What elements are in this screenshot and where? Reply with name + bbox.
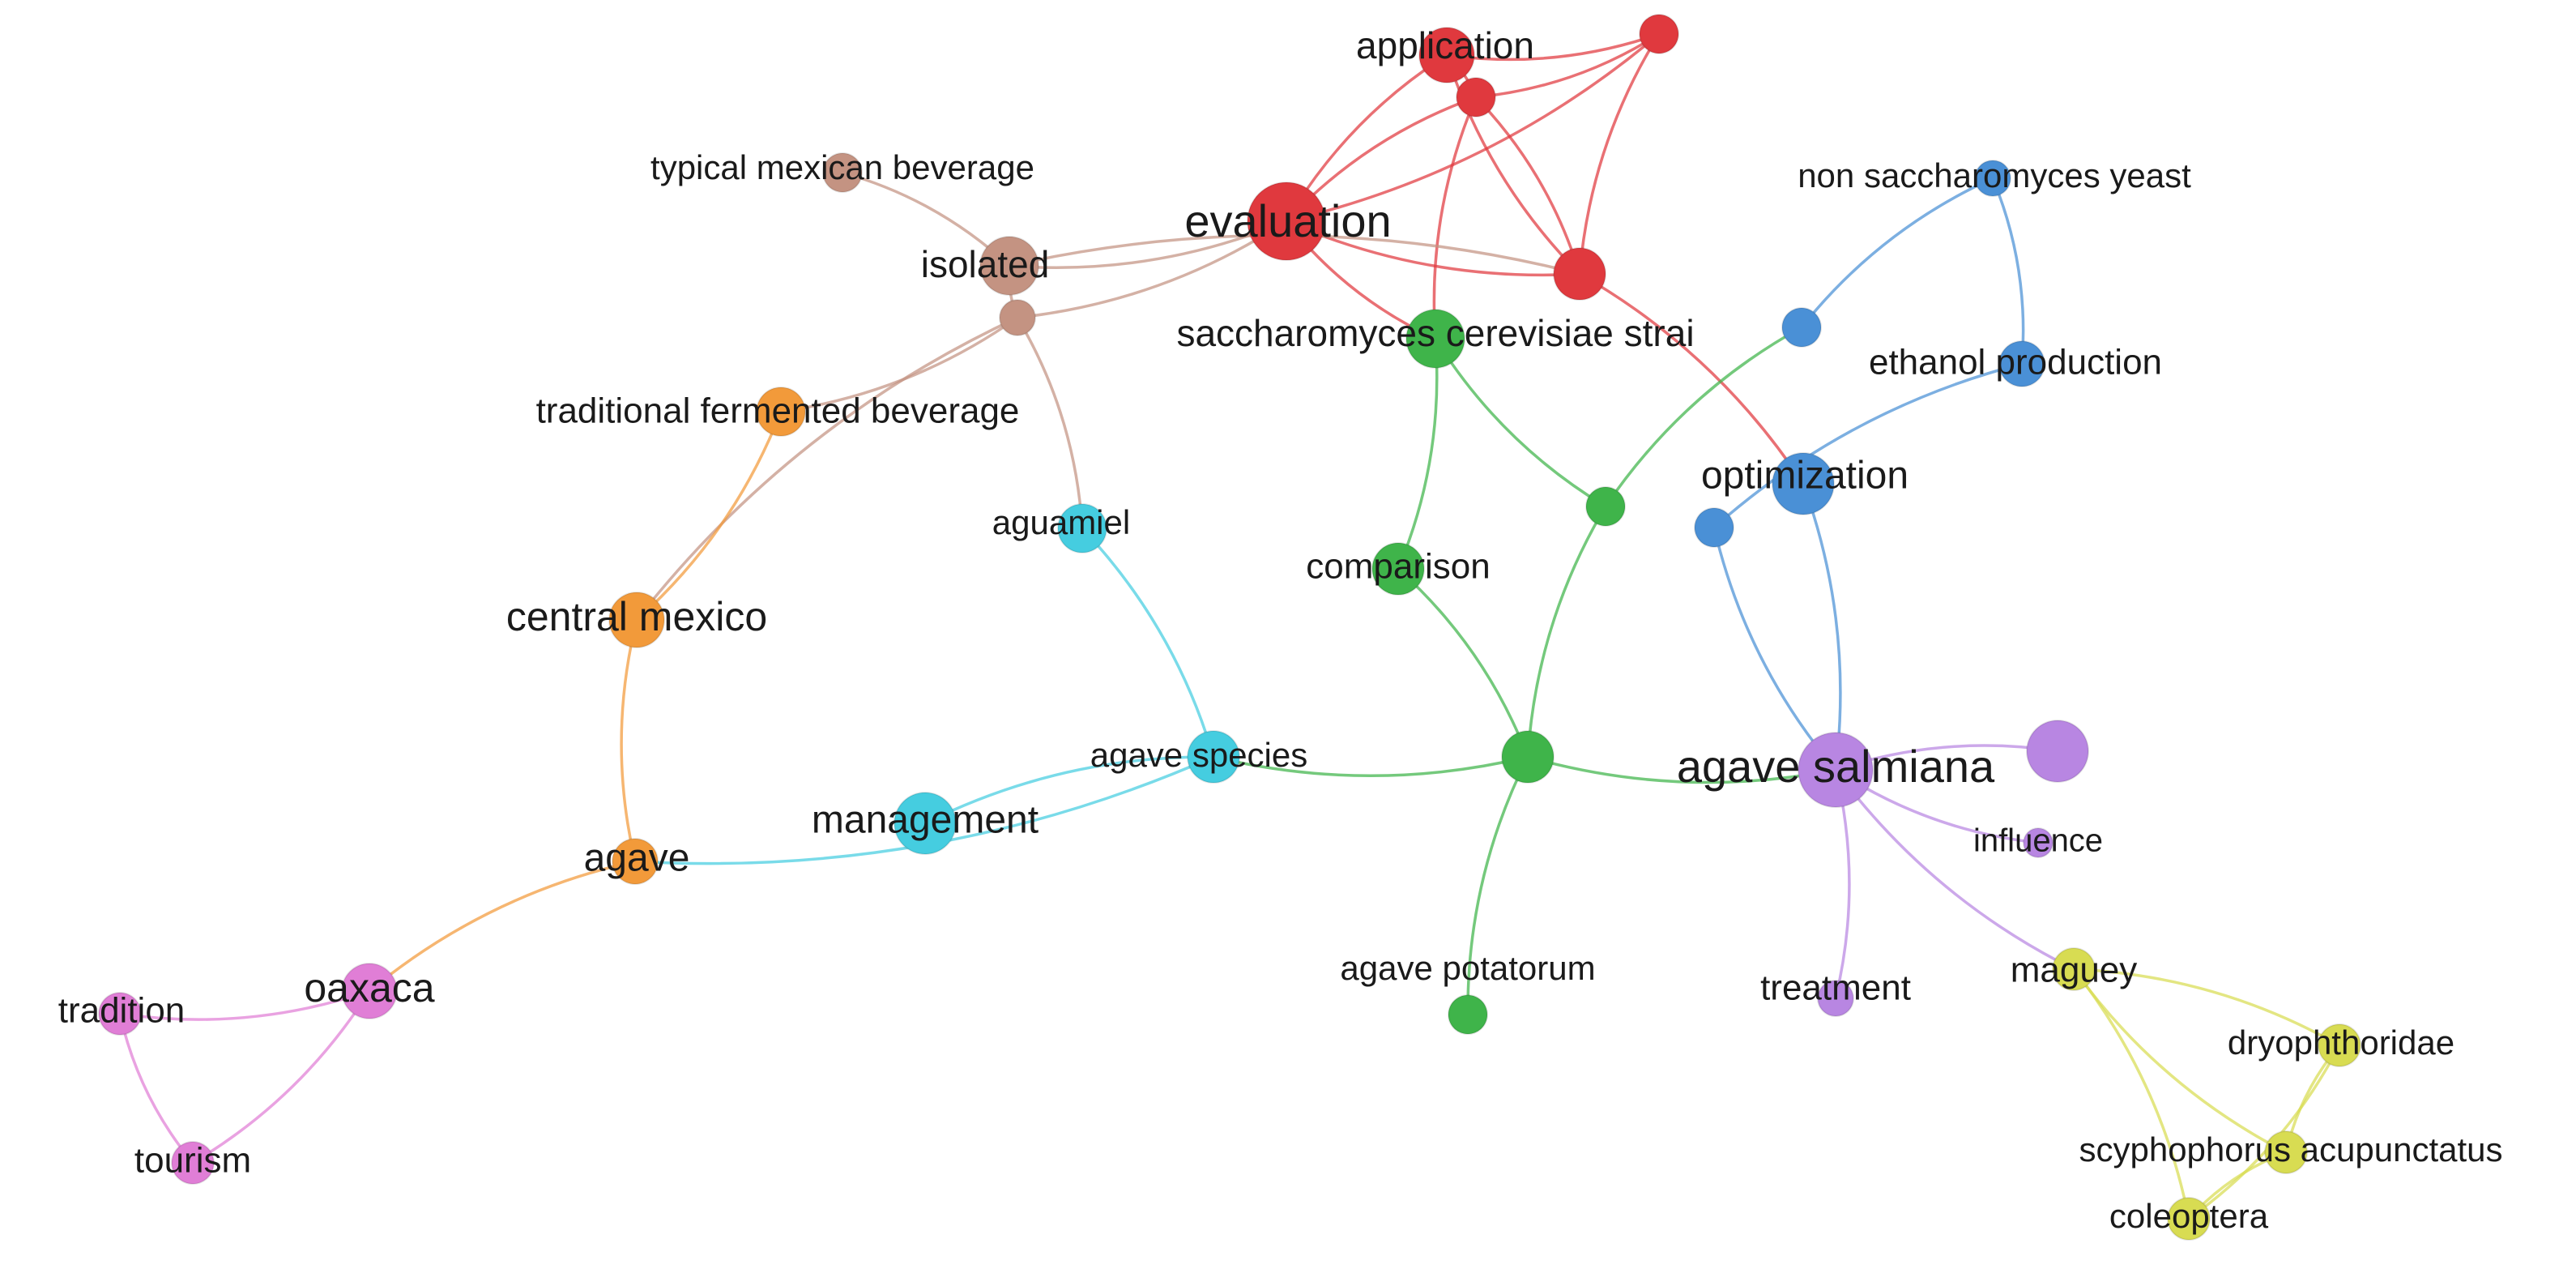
node-agave[interactable] [612, 838, 659, 885]
node-treatment[interactable] [1817, 980, 1854, 1017]
label-treatment: treatment [1760, 968, 1911, 1008]
node-blue-unlabeled-2[interactable] [1694, 507, 1734, 548]
label-agave-potatorum: agave potatorum [1340, 949, 1595, 987]
edge-traditional-fermented-beverage-central-mexico [635, 410, 783, 622]
node-purple-unlabeled[interactable] [2026, 720, 2089, 783]
node-green-unlabeled-1[interactable] [1585, 486, 1626, 527]
edge-optimization-agave-salmiana [1802, 482, 1842, 771]
edge-green-unlabeled-2-agave-potatorum [1466, 755, 1529, 1016]
edge-green-unlabeled-1-blue-unlabeled-1 [1604, 326, 1803, 508]
node-coleoptera[interactable] [2167, 1197, 2211, 1241]
node-dryophthoridae[interactable] [2318, 1023, 2361, 1067]
node-central-mexico[interactable] [608, 592, 665, 648]
node-maguey[interactable] [2052, 947, 2096, 991]
label-influence: influence [1973, 823, 2103, 859]
node-application[interactable] [1418, 27, 1475, 83]
edge-maguey-dryophthoridae [2072, 968, 2341, 1047]
label-comparison: comparison [1306, 547, 1490, 587]
edge-ethanol-production-blue-unlabeled-2 [1712, 362, 2024, 529]
edge-oaxaca-tradition [118, 989, 371, 1021]
node-agave-potatorum[interactable] [1448, 994, 1488, 1035]
edge-maguey-coleoptera [2072, 968, 2190, 1220]
node-non-saccharomyces[interactable] [1974, 160, 2011, 197]
label-evaluation: evaluation [1184, 195, 1391, 246]
edge-red-unlabeled-1-red-unlabeled-3 [1578, 32, 1661, 276]
node-red-unlabeled-3[interactable] [1553, 247, 1606, 301]
label-agave: agave [584, 837, 690, 880]
node-green-unlabeled-2[interactable] [1501, 730, 1555, 784]
label-traditional-fermented-beverage: traditional fermented beverage [536, 391, 1020, 431]
edge-agave-oaxaca [368, 860, 637, 993]
node-oaxaca[interactable] [341, 963, 398, 1019]
node-ethanol-production[interactable] [1998, 340, 2045, 387]
node-brown-unlabeled[interactable] [999, 299, 1036, 336]
node-optimization[interactable] [1772, 452, 1835, 515]
edge-non-saccharomyces-blue-unlabeled-1 [1800, 177, 1994, 329]
label-tradition: tradition [58, 991, 186, 1031]
node-management[interactable] [893, 792, 957, 855]
edge-oaxaca-tourism [191, 989, 371, 1164]
node-layer [98, 14, 2361, 1241]
label-tourism: tourism [134, 1141, 251, 1181]
edge-red-unlabeled-2-red-unlabeled-3 [1474, 96, 1581, 276]
label-typical-mexican-beverage: typical mexican beverage [650, 148, 1034, 186]
label-coleoptera: coleoptera [2109, 1197, 2269, 1235]
edge-saccharomyces-green-unlabeled-1 [1434, 337, 1607, 508]
node-red-unlabeled-2[interactable] [1456, 77, 1496, 118]
node-tradition[interactable] [98, 992, 142, 1036]
label-agave-species: agave species [1090, 736, 1308, 774]
edge-green-unlabeled-2-agave-salmiana [1526, 755, 1837, 784]
label-agave-salmiana: agave salmiana [1677, 741, 1995, 792]
edge-saccharomyces-comparison [1397, 337, 1439, 570]
node-typical-mexican-beverage[interactable] [822, 152, 863, 193]
edge-aguamiel-agave-species [1081, 527, 1215, 758]
edge-blue-unlabeled-2-agave-salmiana [1712, 526, 1837, 771]
label-maguey: maguey [2011, 951, 2138, 990]
node-influence[interactable] [2023, 827, 2054, 858]
node-agave-salmiana[interactable] [1798, 732, 1874, 808]
edge-comparison-green-unlabeled-2 [1397, 567, 1529, 758]
label-management: management [812, 799, 1039, 842]
edge-evaluation-red-unlabeled-1 [1285, 32, 1661, 223]
edge-green-unlabeled-2-agave-species [1212, 755, 1529, 778]
node-scyphophorus[interactable] [2264, 1130, 2308, 1174]
label-aguamiel: aguamiel [992, 503, 1130, 541]
edge-red-unlabeled-1-red-unlabeled-2 [1474, 32, 1661, 99]
label-dryophthoridae: dryophthoridae [2228, 1023, 2454, 1062]
label-isolated: isolated [921, 243, 1050, 285]
label-oaxaca: oaxaca [304, 965, 434, 1010]
edge-agave-species-management [923, 755, 1215, 825]
label-optimization: optimization [1701, 455, 1909, 498]
label-ethanol-production: ethanol production [1869, 343, 2162, 382]
node-saccharomyces[interactable] [1405, 309, 1465, 369]
node-blue-unlabeled-1[interactable] [1781, 307, 1822, 348]
edge-brown-unlabeled-central-mexico [635, 316, 1019, 622]
node-aguamiel[interactable] [1057, 503, 1107, 553]
node-evaluation[interactable] [1247, 182, 1326, 261]
label-central-mexico: central mexico [506, 594, 767, 639]
label-non-saccharomyces: non saccharomyces yeast [1798, 156, 2191, 194]
edge-application-red-unlabeled-3 [1445, 53, 1581, 276]
label-scyphophorus: scyphophorus acupunctatus [2079, 1130, 2502, 1169]
node-red-unlabeled-1[interactable] [1639, 14, 1679, 54]
label-saccharomyces: saccharomyces cerevisiae strai [1176, 312, 1694, 354]
node-agave-species[interactable] [1187, 730, 1240, 784]
edge-green-unlabeled-1-green-unlabeled-2 [1526, 505, 1607, 758]
edge-red-unlabeled-2-saccharomyces [1432, 96, 1478, 340]
node-comparison[interactable] [1371, 542, 1425, 596]
edge-non-saccharomyces-ethanol-production [1991, 177, 2025, 365]
node-traditional-fermented-beverage[interactable] [756, 387, 806, 437]
edge-agave-salmiana-maguey [1834, 768, 2075, 971]
edge-red-unlabeled-3-optimization [1578, 272, 1805, 485]
node-tourism[interactable] [171, 1141, 215, 1185]
edge-application-red-unlabeled-1 [1445, 32, 1661, 62]
node-isolated[interactable] [979, 236, 1039, 296]
label-layer: application evaluation typical mexican bev… [58, 24, 2503, 1235]
label-application: application [1356, 24, 1534, 66]
edge-brown-unlabeled-aguamiel [1016, 316, 1084, 530]
edge-central-mexico-agave [620, 618, 638, 863]
